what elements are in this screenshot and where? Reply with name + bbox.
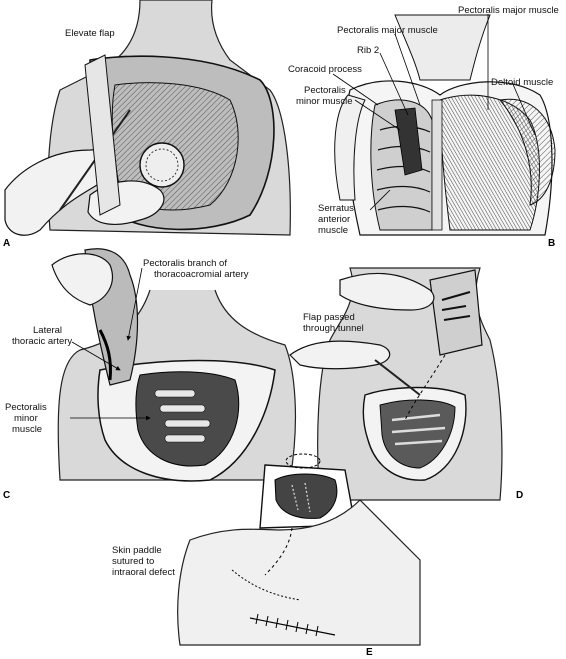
panel-d-illustration <box>289 267 503 501</box>
label-skin-paddle-2: sutured to <box>112 556 155 567</box>
panel-a-illustration <box>4 0 291 236</box>
label-rib-2: Rib 2 <box>357 45 380 56</box>
label-flap-passed-2: through tunnel <box>303 323 364 334</box>
panel-letter-e: E <box>366 647 373 658</box>
label-pec-minor-c-2: minor <box>14 413 38 424</box>
label-pec-minor-c-3: muscle <box>12 424 43 435</box>
label-coracoid-process: Coracoid process <box>288 64 362 75</box>
panel-c-illustration <box>51 248 297 482</box>
label-pectoralis-branch-2: thoracoacromial artery <box>154 269 249 280</box>
label-pectoralis-major-2: Pectoralis major muscle <box>337 25 438 36</box>
label-skin-paddle-1: Skin paddle <box>112 545 162 556</box>
label-serratus-2: anterior <box>318 214 351 225</box>
label-pec-minor-c-1: Pectoralis <box>5 402 47 413</box>
label-flap-passed-1: Flap passed <box>303 312 355 323</box>
label-pectoralis-branch-1: Pectoralis branch of <box>143 258 227 269</box>
label-serratus-3: muscle <box>318 225 349 236</box>
panel-b-illustration <box>332 14 556 236</box>
panel-e-illustration <box>177 453 421 646</box>
label-serratus-1: Serratus <box>318 203 354 214</box>
panel-letter-c: C <box>3 490 11 501</box>
label-pectoralis-minor-1: Pectoralis <box>304 85 346 96</box>
panel-letter-b: B <box>548 238 556 249</box>
panel-letter-d: D <box>516 490 524 501</box>
panel-letter-a: A <box>3 238 11 249</box>
label-lateral-thoracic-1: Lateral <box>33 325 63 336</box>
label-elevate-flap: Elevate flap <box>65 28 115 39</box>
label-pectoralis-major-1: Pectoralis major muscle <box>458 5 559 16</box>
label-deltoid-muscle: Deltoid muscle <box>491 77 554 88</box>
label-pectoralis-minor-2: minor muscle <box>296 96 353 107</box>
label-lateral-thoracic-2: thoracic artery <box>12 336 73 347</box>
label-skin-paddle-3: intraoral defect <box>112 567 175 578</box>
